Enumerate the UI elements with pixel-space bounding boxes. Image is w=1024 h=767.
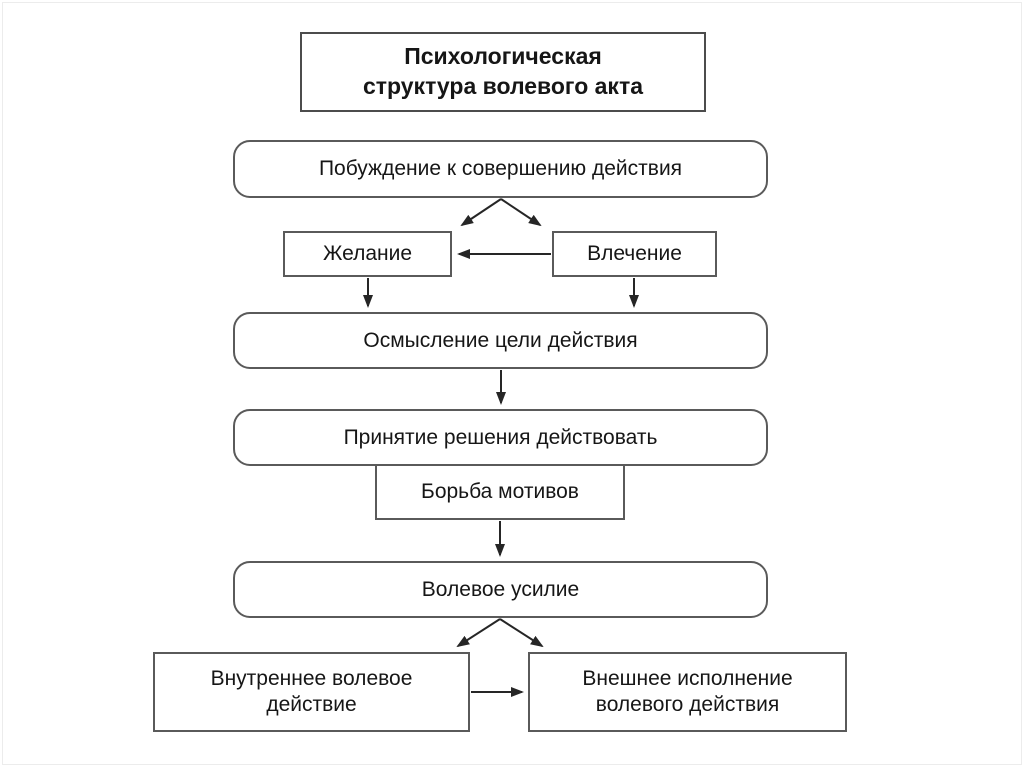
node-effort-label: Волевое усилие [421,577,580,601]
diagram-title-line2: структура волевого акта [362,73,644,99]
node-external-execution: Внешнее исполнение волевого действия [528,652,847,732]
node-goal-label: Осмысление цели действия [363,328,638,352]
node-decision-label: Принятие решения действовать [343,425,658,449]
arrow-impulse-to-drive [500,198,542,227]
node-desire-label: Желание [322,242,413,266]
diagram-title: Психологическая структура волевого акта [300,32,706,112]
node-external-line2: волевого действия [595,693,780,716]
node-volitional-effort: Волевое усилие [233,561,768,618]
node-internal-action: Внутреннее волевое действие [153,652,470,732]
arrow-effort-to-external [499,618,544,648]
node-desire: Желание [283,231,452,277]
node-struggle-of-motives: Борьба мотивов [375,464,625,520]
arrow-effort-to-internal [456,618,501,648]
node-drive-label: Влечение [587,242,682,266]
node-internal-line1: Внутреннее волевое [210,667,413,691]
node-impulse: Побуждение к совершению действия [233,140,768,198]
node-external-line1: Внешнее исполнение [582,667,793,691]
node-impulse-label: Побуждение к совершению действия [318,157,683,181]
node-internal-line2: действие [266,693,357,716]
node-struggle-label: Борьба мотивов [421,480,579,504]
diagram-title-line1: Психологическая [404,43,602,70]
node-goal-comprehension: Осмысление цели действия [233,312,768,369]
node-drive: Влечение [552,231,717,277]
node-decision: Принятие решения действовать [233,409,768,466]
arrow-impulse-to-desire [460,198,502,227]
